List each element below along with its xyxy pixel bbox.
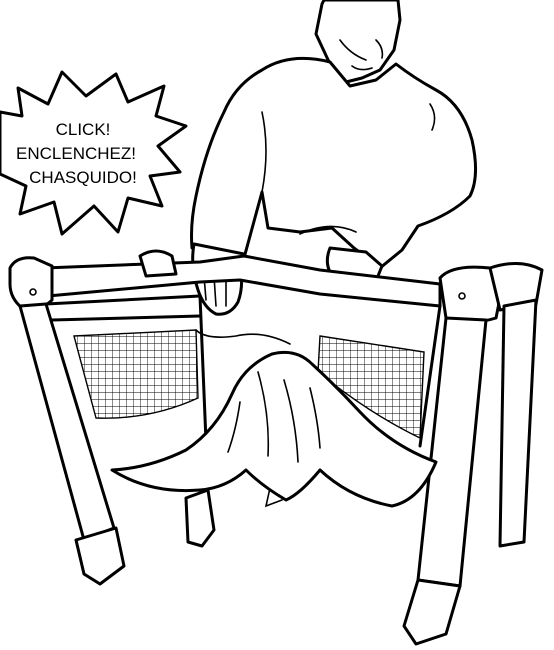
- callout-line-chasquido: CHASQUIDO!: [0, 166, 166, 190]
- back-center-leg: [186, 490, 214, 546]
- person-torso: [192, 58, 476, 268]
- left-corner-hinge: [10, 258, 52, 309]
- callout-line-enclenchez: ENCLENCHEZ!: [0, 142, 166, 166]
- right-foot: [404, 580, 460, 644]
- left-foot: [76, 528, 124, 584]
- left-mesh-panel: [74, 330, 198, 418]
- back-left-cap: [140, 251, 176, 276]
- callout-line-click: CLICK!: [0, 118, 166, 142]
- click-callout-text: CLICK! ENCLENCHEZ! CHASQUIDO!: [0, 118, 166, 190]
- right-front-post: [418, 318, 486, 586]
- far-right-post: [500, 300, 536, 546]
